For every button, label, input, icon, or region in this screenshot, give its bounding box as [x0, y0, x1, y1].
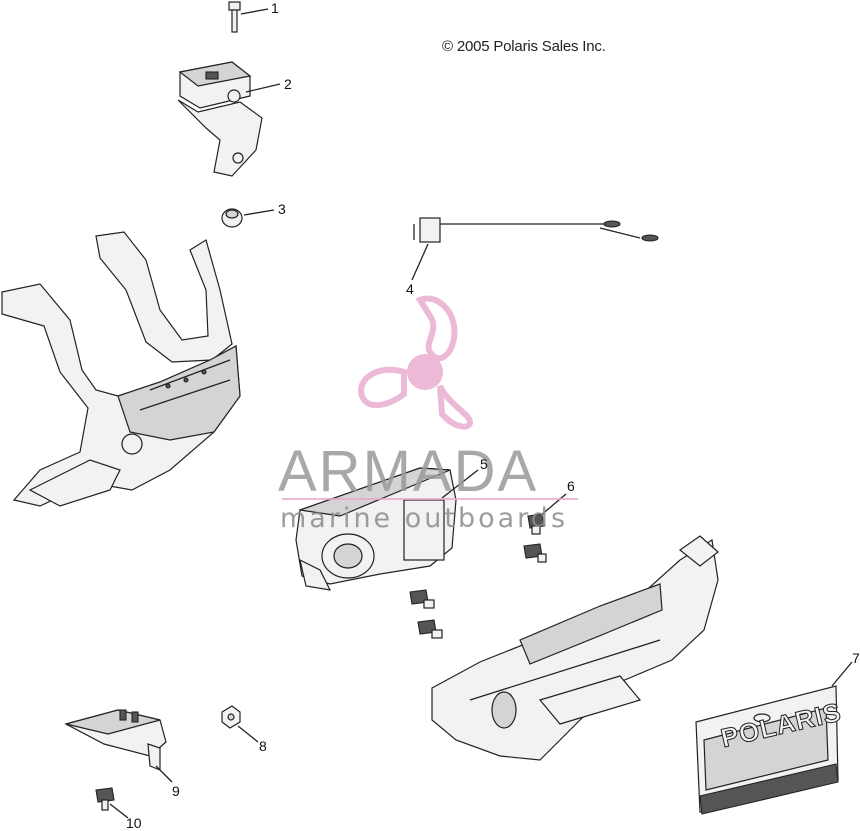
watermark-title: ARMADA: [278, 439, 539, 504]
part-5-bumper-bracket: [295, 467, 457, 591]
leader-10: [109, 803, 129, 819]
part-10-push-rivet: [95, 787, 115, 811]
callout-8: 8: [259, 738, 267, 754]
watermark-subtitle: marine outboards: [280, 503, 569, 534]
part-1-bolt: [228, 1, 241, 33]
callout-1: 1: [271, 0, 279, 16]
callout-2: 2: [284, 76, 292, 92]
leader-2: [245, 83, 281, 93]
part-4-harness: [413, 217, 659, 243]
callout-4: 4: [406, 281, 414, 297]
part-9-switch-plate: [64, 709, 167, 771]
part-3-grommet: [221, 208, 243, 228]
front-bumper: [431, 535, 719, 761]
callout-5: 5: [480, 456, 488, 472]
watermark-logo: [282, 295, 578, 500]
leader-3: [243, 209, 275, 216]
leader-1: [240, 8, 269, 15]
leader-9: [155, 765, 173, 783]
copyright-notice: © 2005 Polaris Sales Inc.: [442, 38, 606, 55]
part-6-fasteners: [409, 513, 547, 639]
leader-5: [441, 469, 479, 499]
leader-6: [539, 493, 567, 517]
leader-4: [411, 243, 429, 281]
part-8-nut: [221, 705, 241, 729]
leader-8: [237, 725, 259, 743]
leader-7: [831, 661, 853, 687]
callout-3: 3: [278, 201, 286, 217]
callout-9: 9: [172, 783, 180, 799]
front-frame: [1, 231, 241, 507]
callout-10: 10: [126, 815, 142, 831]
callout-6: 6: [567, 478, 575, 494]
part-2-horn-bracket: [177, 61, 263, 177]
callout-7: 7: [852, 650, 860, 666]
part-7-front-panel: [695, 685, 839, 815]
